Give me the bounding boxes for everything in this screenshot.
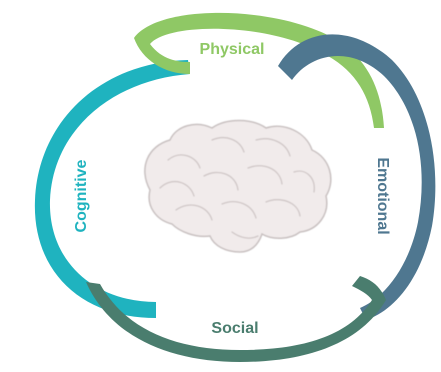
social-arc xyxy=(86,276,386,362)
cognitive-label: Cognitive xyxy=(73,159,90,232)
social-label: Social xyxy=(211,320,258,337)
emotional-arc xyxy=(278,34,436,321)
cognitive-arc xyxy=(34,60,190,318)
physical-label: Physical xyxy=(200,41,265,58)
emotional-label: Emotional xyxy=(374,157,391,234)
brain-icon xyxy=(144,119,332,253)
physical-arc xyxy=(134,12,384,128)
